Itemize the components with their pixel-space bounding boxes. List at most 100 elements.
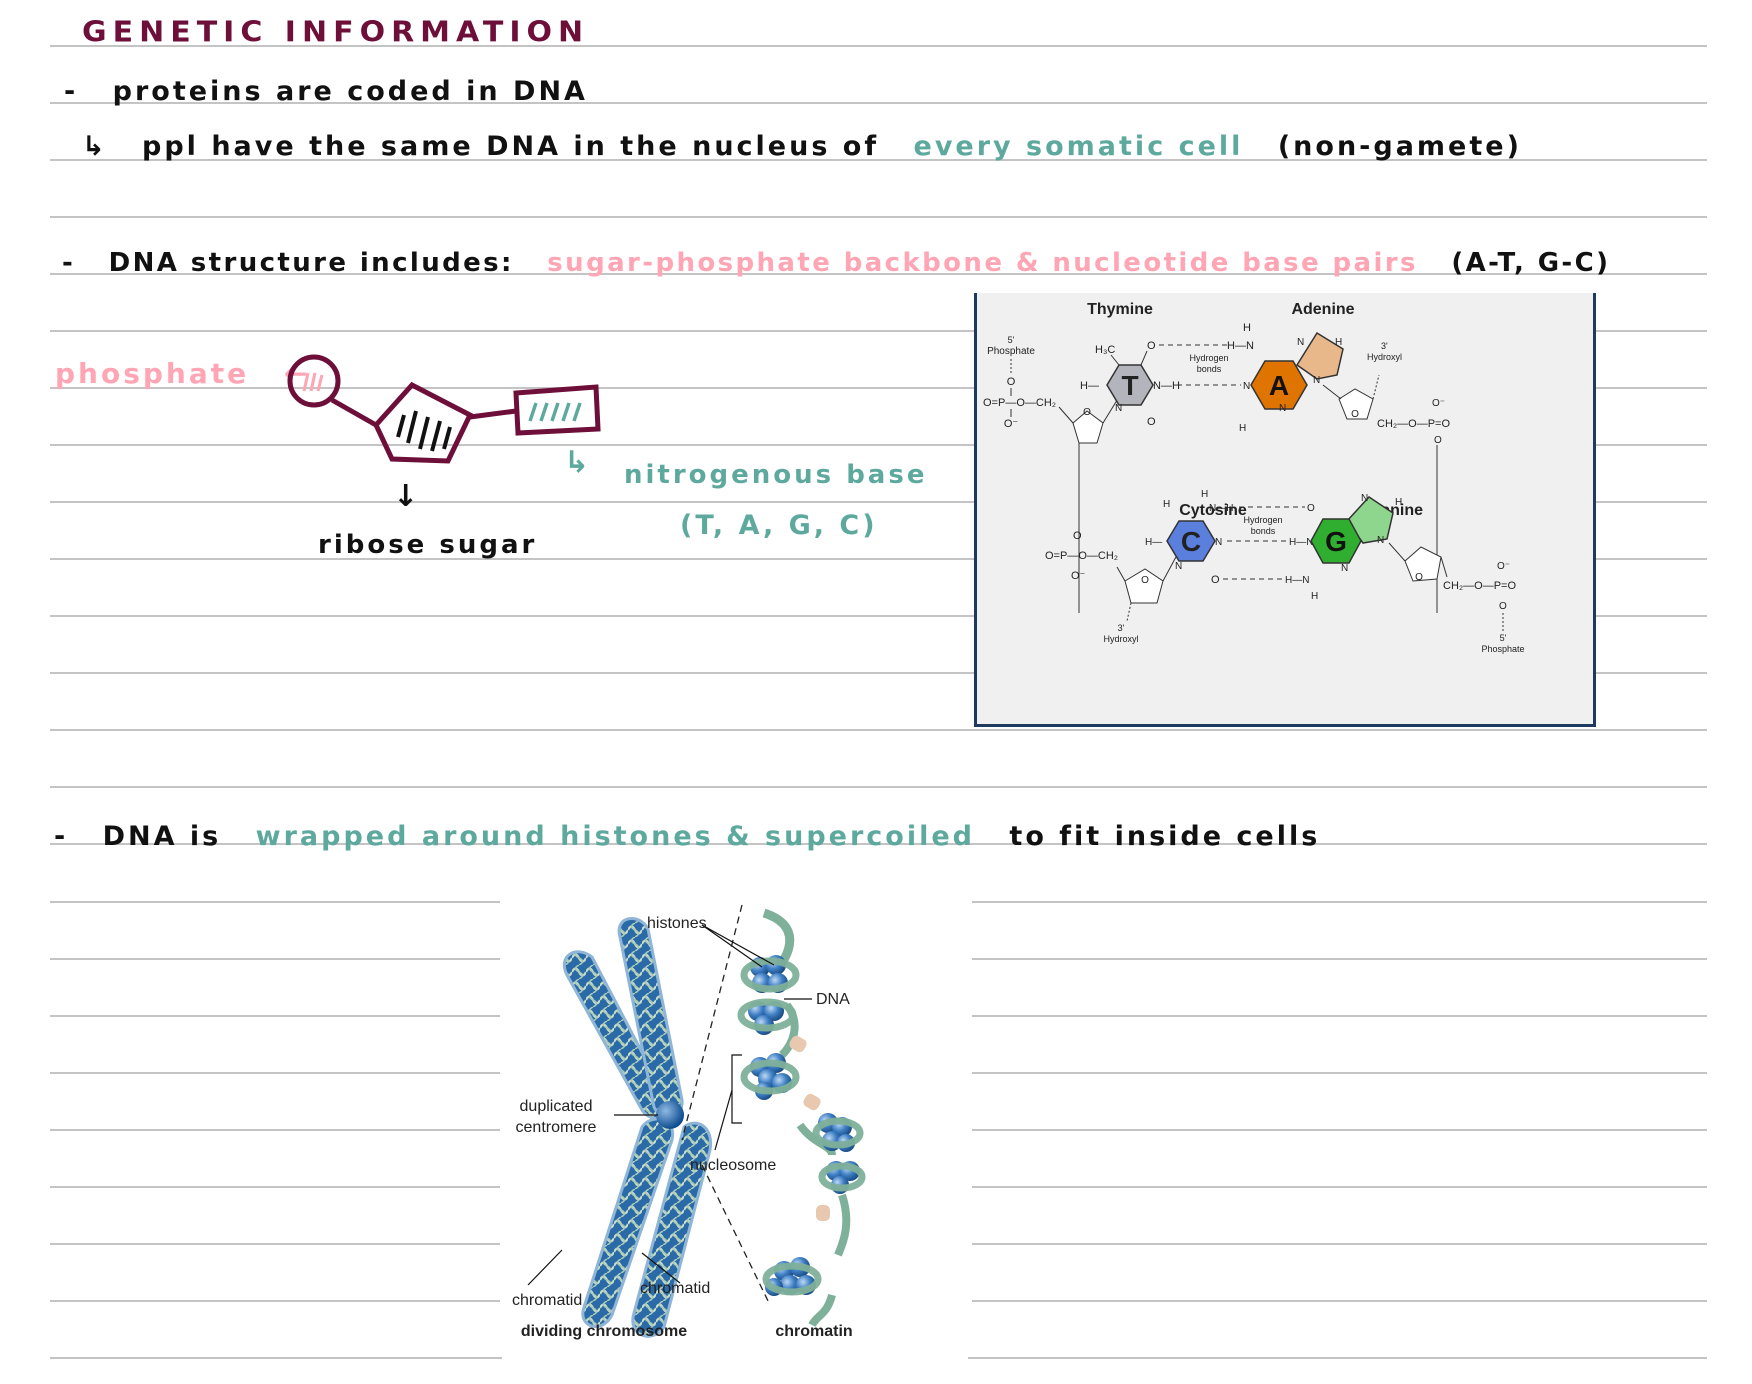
phosphate-circle-icon: [287, 354, 341, 408]
note-line-dna-wrapped: - DNA is wrapped around histones & super…: [54, 823, 1320, 850]
dividing-chromosome-illustration: [563, 917, 713, 1338]
rule-line: [972, 1300, 1707, 1302]
rule-line: [50, 1072, 500, 1074]
svg-text:CH₂—O—P=O: CH₂—O—P=O: [1377, 418, 1450, 430]
svg-text:O: O: [1007, 376, 1016, 388]
phosphate-label-text: phosphate: [55, 357, 250, 390]
svg-text:bonds: bonds: [1251, 526, 1276, 536]
note-text: (A-T, G-C): [1451, 248, 1611, 278]
nucleosome-label: nucleosome: [690, 1157, 776, 1174]
thymine-letter: T: [1121, 370, 1138, 401]
rule-line: [1596, 444, 1707, 446]
rule-line: [1596, 330, 1707, 332]
svg-text:Hydrogen: Hydrogen: [1189, 353, 1228, 363]
svg-text:H: H: [1243, 322, 1251, 334]
svg-text:O⁻: O⁻: [1432, 398, 1445, 409]
note-text: (non-gamete): [1277, 131, 1522, 162]
svg-text:O=P—O—CH₂: O=P—O—CH₂: [983, 397, 1056, 409]
svg-text:N: N: [1297, 337, 1304, 348]
arrow-down-icon: ↓: [393, 479, 422, 514]
svg-text:O: O: [1083, 407, 1091, 418]
rule-line: [972, 1243, 1707, 1245]
dividing-chromosome-caption: dividing chromosome: [521, 1323, 687, 1340]
centromere-label-1: duplicated: [520, 1098, 593, 1115]
rule-line: [50, 45, 1707, 47]
chromatin-caption: chromatin: [775, 1323, 852, 1340]
svg-text:H—: H—: [1145, 537, 1162, 548]
chromatin-illustration: [737, 908, 866, 1328]
nitrogenous-base-label: nitrogenous base: [624, 460, 928, 490]
thymine-title: Thymine: [1087, 301, 1153, 318]
note-highlight: every somatic cell: [913, 131, 1244, 162]
rule-line: [1596, 387, 1707, 389]
rule-line: [50, 1243, 500, 1245]
note-text: DNA is: [102, 821, 222, 852]
svg-text:N: N: [1215, 537, 1222, 548]
svg-text:H₃C: H₃C: [1095, 344, 1115, 356]
svg-text:N: N: [1377, 535, 1384, 546]
svg-text:O⁻: O⁻: [1497, 561, 1510, 572]
svg-text:bonds: bonds: [1197, 364, 1222, 374]
rule-line: [972, 958, 1707, 960]
svg-text:H—N: H—N: [1289, 537, 1313, 548]
svg-text:O⁻: O⁻: [1004, 418, 1019, 430]
rule-line: [50, 729, 1707, 731]
note-text: ppl have the same DNA in the nucleus of: [142, 131, 880, 162]
rule-line: [972, 1072, 1707, 1074]
rule-line: [972, 1186, 1707, 1188]
svg-text:O: O: [1434, 435, 1442, 446]
note-line-dna-structure: - DNA structure includes: sugar-phosphat…: [62, 250, 1610, 276]
svg-text:H: H: [1163, 499, 1170, 510]
rule-line: [50, 444, 974, 446]
rule-line: [50, 1186, 500, 1188]
phosphate-label: phosphate ←: [55, 360, 310, 388]
svg-text:Hydroxyl: Hydroxyl: [1103, 634, 1138, 644]
histones-label: histones: [647, 915, 707, 932]
rule-line: [50, 387, 974, 389]
svg-text:N: N: [1361, 493, 1368, 504]
base-types-label: (T, A, G, C): [680, 510, 878, 541]
svg-text:H: H: [1311, 591, 1318, 602]
phosphate-label: Phosphate: [1481, 644, 1524, 654]
base-pair-diagram: Thymine Adenine Cytosine Guanine 5' Phos…: [974, 293, 1596, 727]
adenine-letter: A: [1269, 370, 1289, 401]
rule-line: [50, 672, 974, 674]
svg-text:H: H: [1239, 423, 1246, 434]
svg-text:O: O: [1415, 572, 1423, 583]
chromatid-left-label: chromatid: [512, 1292, 582, 1309]
phosphate-label: Phosphate: [987, 346, 1035, 357]
bullet: -: [64, 76, 79, 107]
centromere-icon: [656, 1101, 684, 1129]
rule-line: [50, 1300, 500, 1302]
rule-line: [50, 216, 1707, 218]
rule-line: [50, 330, 974, 332]
svg-text:O: O: [1351, 409, 1359, 420]
arrow-hook-icon: ↳: [564, 445, 593, 480]
svg-text:Hydrogen: Hydrogen: [1243, 515, 1282, 525]
svg-text:N: N: [1279, 403, 1286, 414]
ribose-sugar-label: ribose sugar: [318, 530, 538, 560]
note-highlight: sugar-phosphate backbone & nucleotide ba…: [547, 248, 1418, 278]
svg-text:O=P—O—CH₂: O=P—O—CH₂: [1045, 550, 1118, 562]
svg-text:CH₂—O—P=O: CH₂—O—P=O: [1443, 580, 1516, 592]
svg-text:O: O: [1211, 574, 1220, 586]
rule-line: [972, 1129, 1707, 1131]
rule-line: [1596, 558, 1707, 560]
svg-text:3': 3': [1381, 341, 1388, 351]
note-line-proteins: - proteins are coded in DNA: [64, 78, 588, 105]
rule-line: [50, 1129, 500, 1131]
chromatid-right-label: chromatid: [640, 1280, 710, 1297]
note-line-somatic: ↳ ppl have the same DNA in the nucleus o…: [82, 133, 1522, 160]
svg-text:O: O: [1307, 503, 1315, 514]
svg-text:5': 5': [1500, 633, 1507, 643]
svg-text:H: H: [1395, 497, 1402, 508]
cytosine-title: Cytosine: [1179, 502, 1247, 519]
svg-text:N: N: [1313, 375, 1320, 386]
svg-text:O: O: [1073, 530, 1082, 542]
note-text: DNA structure includes:: [108, 248, 514, 278]
svg-text:N—H: N—H: [1209, 503, 1233, 514]
svg-text:O: O: [1499, 601, 1507, 612]
svg-text:3': 3': [1118, 623, 1125, 633]
svg-text:H: H: [1335, 337, 1342, 348]
rule-line: [50, 615, 974, 617]
